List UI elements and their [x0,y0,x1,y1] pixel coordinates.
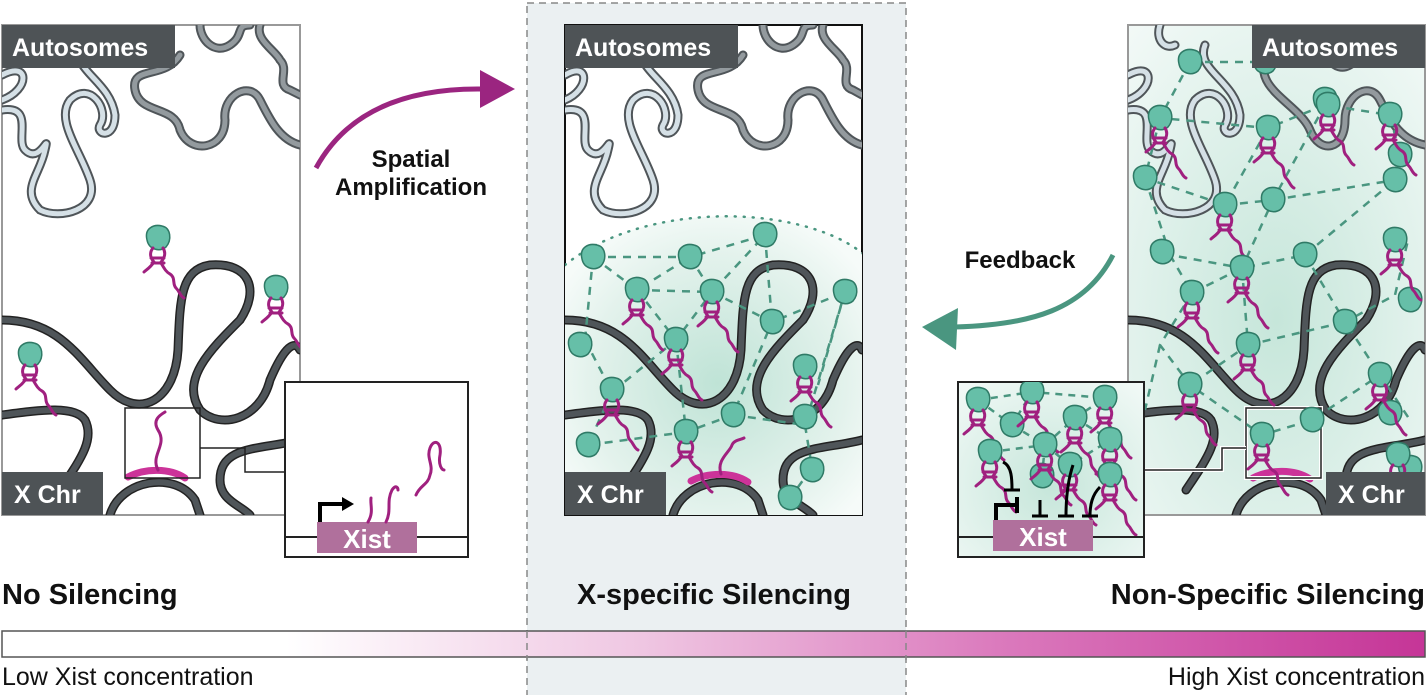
high-concentration-label: High Xist concentration [1168,663,1425,691]
feedback-label: Feedback [965,247,1076,274]
caption-x-specific-silencing: X-specific Silencing [577,579,851,611]
panel-x-specific-silencing: Autosomes X Chr [564,24,863,516]
inset-xist-transcription: Xist [284,381,469,558]
panel-non-specific-silencing: Autosomes X Chr [1127,24,1426,516]
inhibition-lines [1002,460,1102,518]
spatial-label-line2: Amplification [335,174,487,201]
panel-no-silencing: Autosomes X Chr [1,24,301,516]
xist-concentration-gradient-bar [1,630,1426,658]
feedback-arrow: Feedback [922,247,1116,350]
low-concentration-label: Low Xist concentration [2,663,254,691]
caption-no-silencing: No Silencing [2,579,178,611]
xchr-label: X Chr [14,481,81,509]
xchr-label: X Chr [577,481,644,509]
spatial-label-line1: Spatial [372,146,451,173]
xchr-label: X Chr [1338,481,1405,509]
spatial-amplification-arrow: Spatial Amplification [313,70,515,201]
promoter-arrow-icon [342,497,354,511]
arrowhead-left-icon [922,308,958,350]
autosomes-label-bg [2,25,175,68]
autosomes-label: Autosomes [12,34,148,62]
xist-gene-label: Xist [1019,522,1067,552]
arrowhead-right-icon [480,70,515,108]
caption-non-specific-silencing: Non-Specific Silencing [1111,579,1425,611]
autosomes-label: Autosomes [575,34,711,62]
autosomes-label: Autosomes [1262,34,1398,62]
xist-gene-label: Xist [343,524,391,554]
inset-xist-repression: Xist [957,381,1145,558]
